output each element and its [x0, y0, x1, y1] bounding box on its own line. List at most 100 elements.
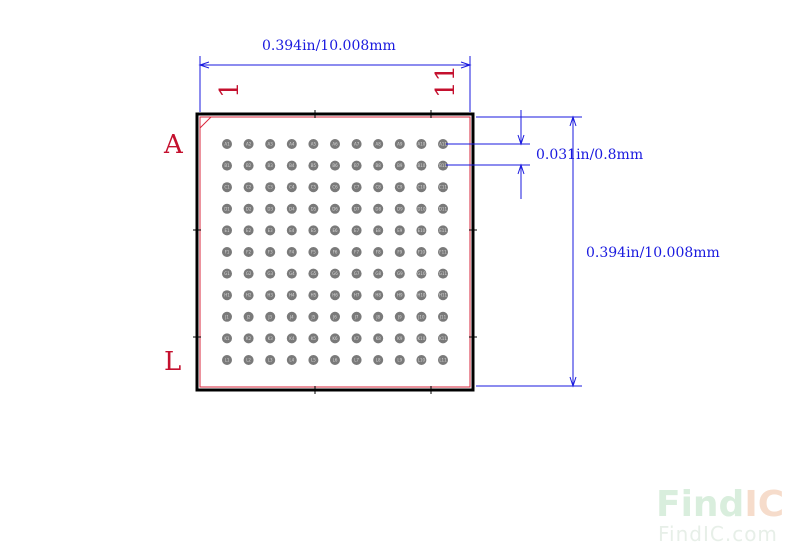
ball-label-D9: D9 — [397, 206, 403, 211]
ball-label-E8: E8 — [376, 228, 382, 233]
ball-A8 — [373, 139, 384, 149]
ball-label-K7: K7 — [354, 336, 360, 341]
ball-B6 — [330, 160, 340, 171]
ball-label-D5: D5 — [311, 206, 317, 211]
ball-B11 — [438, 160, 448, 171]
ball-label-A4: A4 — [289, 142, 295, 147]
ball-K8 — [373, 333, 384, 344]
watermark-ic: IC — [744, 484, 784, 525]
ball-label-L7: L7 — [354, 358, 359, 363]
ball-G5 — [308, 268, 319, 279]
column-label-last: 11 — [431, 65, 461, 98]
ball-G11 — [438, 268, 448, 279]
ball-label-C11: C11 — [439, 185, 447, 190]
ball-D11 — [438, 203, 448, 214]
ball-label-D6: D6 — [332, 206, 338, 211]
ball-A11 — [438, 139, 448, 149]
ball-label-E5: E5 — [311, 228, 317, 233]
ball-label-B1: B1 — [224, 163, 230, 168]
ball-F7 — [351, 247, 362, 257]
ball-J9 — [394, 311, 405, 322]
ball-label-A8: A8 — [376, 142, 382, 147]
ball-G10 — [416, 268, 427, 279]
ball-D1 — [222, 203, 232, 214]
package-inner-outline — [199, 116, 471, 388]
ball-E4 — [286, 225, 297, 236]
row-label-first: A — [163, 130, 184, 160]
package-outline — [195, 112, 475, 392]
ball-C7 — [351, 182, 362, 193]
ball-label-D3: D3 — [267, 206, 273, 211]
ball-D4 — [286, 203, 297, 214]
ball-J1 — [222, 311, 232, 322]
ball-label-D7: D7 — [354, 206, 360, 211]
ball-C1 — [222, 182, 232, 193]
height-dimension-label: 0.394in/10.008mm — [586, 245, 720, 261]
ball-J3 — [265, 311, 276, 322]
ball-A9 — [394, 139, 405, 149]
ball-D5 — [308, 203, 319, 214]
ball-label-C8: C8 — [376, 185, 382, 190]
ball-label-H6: H6 — [332, 293, 338, 298]
ball-K6 — [330, 333, 340, 344]
ball-H10 — [416, 290, 427, 301]
ball-G4 — [286, 268, 297, 279]
ball-label-G6: G6 — [332, 271, 338, 276]
ball-label-E6: E6 — [332, 228, 338, 233]
ball-C8 — [373, 182, 384, 193]
ball-label-L4: L4 — [289, 358, 294, 363]
ball-label-E4: E4 — [289, 228, 295, 233]
ball-J4 — [286, 311, 297, 322]
ball-label-D1: D1 — [224, 206, 230, 211]
ball-label-G11: G11 — [439, 271, 448, 276]
ball-label-D11: D11 — [439, 206, 448, 211]
ball-label-C7: C7 — [354, 185, 360, 190]
ball-J7 — [351, 311, 362, 322]
ball-E3 — [265, 225, 276, 236]
ball-label-B7: B7 — [354, 163, 360, 168]
ball-C9 — [394, 182, 405, 193]
ball-label-C5: C5 — [311, 185, 317, 190]
ball-label-A6: A6 — [332, 142, 338, 147]
ball-C10 — [416, 182, 427, 193]
ball-D3 — [265, 203, 276, 214]
ball-K2 — [243, 333, 254, 344]
ball-G9 — [394, 268, 405, 279]
ball-label-F6: F6 — [333, 250, 338, 255]
ball-J8 — [373, 311, 384, 322]
ball-label-K6: K6 — [332, 336, 338, 341]
ball-label-D2: D2 — [246, 206, 252, 211]
ball-label-G8: G8 — [375, 271, 381, 276]
ball-E11 — [438, 225, 448, 236]
ball-label-K3: K3 — [268, 336, 274, 341]
ball-E1 — [222, 225, 232, 236]
ball-label-J8: J8 — [375, 314, 380, 319]
ball-D2 — [243, 203, 254, 214]
ball-F4 — [286, 247, 297, 257]
ball-L5 — [308, 355, 319, 365]
ball-label-H5: H5 — [311, 293, 317, 298]
ball-L3 — [265, 355, 276, 365]
ball-J5 — [308, 311, 319, 322]
ball-K1 — [222, 333, 232, 344]
ball-D6 — [330, 203, 340, 214]
ball-J6 — [330, 311, 340, 322]
ball-F5 — [308, 247, 319, 257]
ball-A2 — [243, 139, 254, 149]
ball-H8 — [373, 290, 384, 301]
ball-H4 — [286, 290, 297, 301]
ball-label-B8: B8 — [376, 163, 382, 168]
pitch-dimension — [446, 110, 530, 199]
ball-label-B6: B6 — [332, 163, 338, 168]
ball-H7 — [351, 290, 362, 301]
ball-label-B2: B2 — [246, 163, 252, 168]
ball-label-G3: G3 — [267, 271, 273, 276]
ball-B9 — [394, 160, 405, 171]
ball-label-L3: L3 — [268, 358, 273, 363]
ball-label-A5: A5 — [311, 142, 317, 147]
ball-E8 — [373, 225, 384, 236]
ball-label-C3: C3 — [268, 185, 274, 190]
ball-label-L1: L1 — [225, 358, 230, 363]
ball-K7 — [351, 333, 362, 344]
ball-D10 — [416, 203, 427, 214]
